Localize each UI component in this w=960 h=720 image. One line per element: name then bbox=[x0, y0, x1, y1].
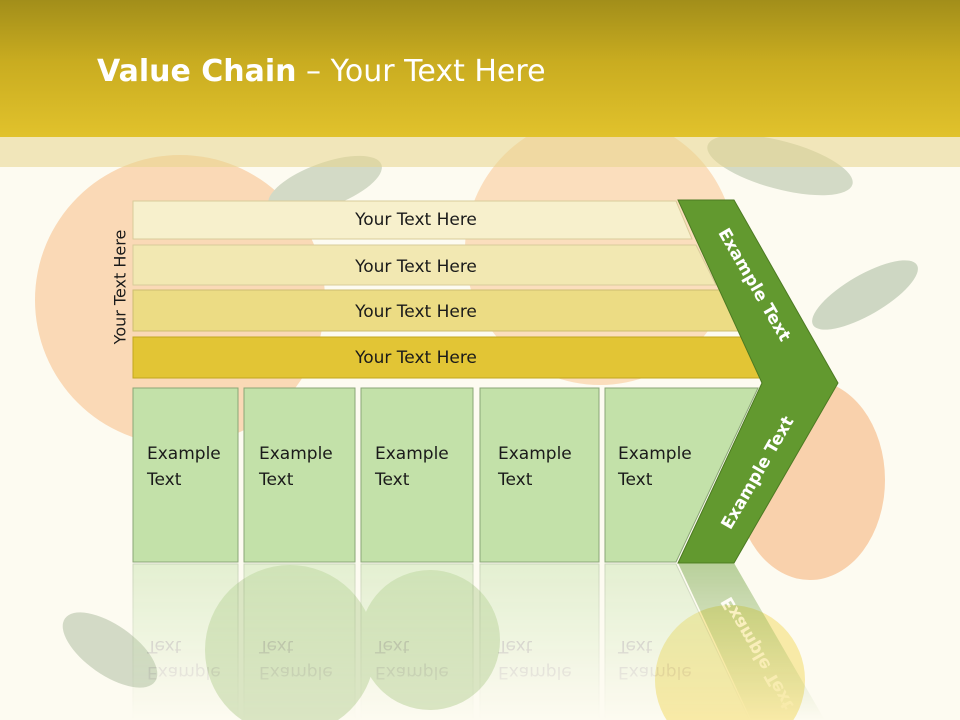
primary-column-3-line1: Example bbox=[375, 444, 449, 464]
primary-column-4-line2: Text bbox=[497, 470, 533, 490]
side-label: Your Text Here bbox=[111, 230, 130, 346]
primary-column-5 bbox=[604, 387, 759, 563]
primary-column-1-line1: Example bbox=[147, 444, 221, 464]
primary-column-4 bbox=[479, 387, 600, 563]
margin-arrow: Example Text Example Text bbox=[677, 199, 839, 564]
support-row-2 bbox=[132, 244, 717, 286]
primary-column-3 bbox=[360, 387, 474, 563]
reflection-column-5-line2: Text bbox=[617, 636, 653, 656]
support-row-3-label: Your Text Here bbox=[354, 302, 477, 322]
primary-column-1 bbox=[132, 387, 239, 563]
reflection-column-2-line1: Example bbox=[259, 662, 333, 682]
leaf-right bbox=[812, 260, 918, 330]
primary-column-1-line2: Text bbox=[146, 470, 182, 490]
reflection-column-4-line2: Text bbox=[497, 636, 533, 656]
reflection-column-2-line2: Text bbox=[258, 636, 294, 656]
reflection-column-4-line1: Example bbox=[498, 662, 572, 682]
primary-column-5-line2: Text bbox=[617, 470, 653, 490]
reflection-column-3-line2: Text bbox=[374, 636, 410, 656]
reflection-column-1-line2: Text bbox=[146, 636, 182, 656]
title-bold-part: Value Chain bbox=[97, 54, 297, 89]
primary-activities: Example Text Example Text Example Text E… bbox=[132, 387, 759, 563]
support-row-1-label: Your Text Here bbox=[354, 210, 477, 230]
header-band bbox=[0, 137, 960, 167]
reflection-column-5-line1: Example bbox=[618, 662, 692, 682]
support-row-1 bbox=[132, 200, 693, 240]
primary-column-2 bbox=[243, 387, 356, 563]
title-rest-part: – Your Text Here bbox=[296, 54, 546, 89]
support-row-2-label: Your Text Here bbox=[354, 257, 477, 277]
leaf-top-left bbox=[268, 155, 382, 215]
slide-title: Value Chain – Your Text Here bbox=[97, 54, 546, 89]
primary-column-4-line1: Example bbox=[498, 444, 572, 464]
margin-chevron bbox=[677, 199, 839, 564]
reflection-column-1-line1: Example bbox=[147, 662, 221, 682]
primary-column-2-line2: Text bbox=[258, 470, 294, 490]
reflection-column-3-line1: Example bbox=[375, 662, 449, 682]
primary-column-3-line2: Text bbox=[374, 470, 410, 490]
primary-column-5-line1: Example bbox=[618, 444, 692, 464]
header-bar bbox=[0, 0, 960, 137]
primary-column-2-line1: Example bbox=[259, 444, 333, 464]
reflection: Example Text Example Text Example Text E… bbox=[132, 563, 825, 720]
support-activities: Your Text Here Your Text Here Your Text … bbox=[132, 200, 765, 379]
support-row-4-label: Your Text Here bbox=[354, 348, 477, 368]
